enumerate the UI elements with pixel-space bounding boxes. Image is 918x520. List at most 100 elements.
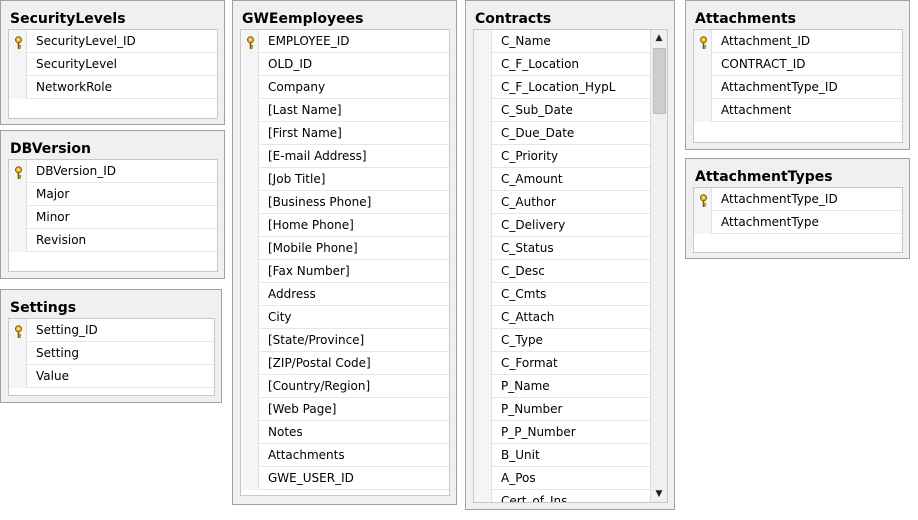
column-row[interactable]: [E-mail Address] [241,145,449,168]
column-row[interactable]: [Job Title] [241,168,449,191]
column-row[interactable]: C_Due_Date [474,122,667,145]
column-name: Value [36,369,69,383]
column-name: GWE_USER_ID [268,471,354,485]
column-list[interactable]: C_Name C_F_Location C_F_Location_HypL C_… [473,29,668,503]
table-gweemployees[interactable]: GWEemployees EMPLOYEE_ID OLD_ID Company … [232,0,457,505]
column-name: C_Priority [501,149,559,163]
column-row[interactable]: B_Unit [474,444,667,467]
column-name: C_Status [501,241,554,255]
table-title: DBVersion [10,141,91,157]
column-name: C_Author [501,195,556,209]
column-row[interactable]: [Web Page] [241,398,449,421]
column-row[interactable]: Notes [241,421,449,444]
column-row[interactable]: C_Attach [474,306,667,329]
column-row[interactable]: Attachment [694,99,902,122]
column-name: AttachmentType_ID [721,192,838,206]
column-name: City [268,310,292,324]
column-row[interactable]: C_Format [474,352,667,375]
column-row[interactable]: Setting_ID [9,319,214,342]
column-name: [E-mail Address] [268,149,367,163]
column-name: AttachmentType [721,215,819,229]
column-row[interactable]: SecurityLevel_ID [9,30,217,53]
column-row[interactable]: C_Amount [474,168,667,191]
scrollbar-thumb[interactable] [653,48,666,114]
column-row[interactable]: C_Name [474,30,667,53]
column-row[interactable]: AttachmentType [694,211,902,234]
column-list[interactable]: EMPLOYEE_ID OLD_ID Company [Last Name] [… [240,29,450,496]
column-row[interactable]: Major [9,183,217,206]
column-row[interactable]: [Home Phone] [241,214,449,237]
column-name: C_Due_Date [501,126,575,140]
arrow-down-icon[interactable]: ▼ [655,489,663,499]
column-name: C_Attach [501,310,555,324]
column-row[interactable]: SecurityLevel [9,53,217,76]
table-settings[interactable]: Settings Setting_ID Setting Value [0,289,222,403]
column-row[interactable]: C_Sub_Date [474,99,667,122]
column-row[interactable]: C_Author [474,191,667,214]
column-row[interactable]: EMPLOYEE_ID [241,30,449,53]
table-title: AttachmentTypes [695,169,833,185]
column-row[interactable]: C_Priority [474,145,667,168]
column-row[interactable]: DBVersion_ID [9,160,217,183]
column-row[interactable]: C_Delivery [474,214,667,237]
column-row[interactable]: [Mobile Phone] [241,237,449,260]
column-list[interactable]: Setting_ID Setting Value [8,318,215,396]
column-row[interactable]: [Country/Region] [241,375,449,398]
column-row[interactable]: C_Cmts [474,283,667,306]
arrow-up-icon[interactable]: ▲ [655,33,663,43]
column-name: C_Format [501,356,558,370]
column-list[interactable]: SecurityLevel_ID SecurityLevel NetworkRo… [8,29,218,119]
column-row[interactable]: City [241,306,449,329]
column-row[interactable]: P_Name [474,375,667,398]
column-name: P_P_Number [501,425,576,439]
column-row[interactable]: OLD_ID [241,53,449,76]
column-row[interactable]: Setting [9,342,214,365]
column-name: Attachments [268,448,345,462]
column-row[interactable]: Minor [9,206,217,229]
column-row[interactable]: [Last Name] [241,99,449,122]
column-row[interactable]: GWE_USER_ID [241,467,449,490]
column-row[interactable]: Cert_of_Ins [474,490,667,502]
column-list[interactable]: Attachment_ID CONTRACT_ID AttachmentType… [693,29,903,143]
column-name: [Country/Region] [268,379,371,393]
vertical-scrollbar[interactable]: ▲ ▼ [650,30,667,502]
column-row[interactable]: [Fax Number] [241,260,449,283]
column-name: Attachment [721,103,792,117]
column-row[interactable]: C_F_Location_HypL [474,76,667,99]
column-row[interactable]: AttachmentType_ID [694,188,902,211]
column-row[interactable]: Company [241,76,449,99]
column-row[interactable]: [State/Province] [241,329,449,352]
column-row[interactable]: AttachmentType_ID [694,76,902,99]
table-contracts[interactable]: Contracts C_Name C_F_Location C_F_Locati… [465,0,675,510]
column-list[interactable]: AttachmentType_ID AttachmentType [693,187,903,253]
column-row[interactable]: P_Number [474,398,667,421]
column-list[interactable]: DBVersion_ID Major Minor Revision [8,159,218,272]
table-securitylevels[interactable]: SecurityLevels SecurityLevel_ID Security… [0,0,225,125]
column-row[interactable]: [First Name] [241,122,449,145]
column-row[interactable]: Attachments [241,444,449,467]
column-row[interactable]: [ZIP/Postal Code] [241,352,449,375]
column-name: SecurityLevel [36,57,117,71]
column-row[interactable]: A_Pos [474,467,667,490]
column-row[interactable]: C_Desc [474,260,667,283]
column-row[interactable]: CONTRACT_ID [694,53,902,76]
column-row[interactable]: C_F_Location [474,53,667,76]
column-name: SecurityLevel_ID [36,34,136,48]
column-row[interactable]: Revision [9,229,217,252]
column-name: [Fax Number] [268,264,350,278]
column-row[interactable]: C_Status [474,237,667,260]
table-attachmenttypes[interactable]: AttachmentTypes AttachmentType_ID Attach… [685,158,910,259]
table-dbversion[interactable]: DBVersion DBVersion_ID Major Minor Revis… [0,130,225,279]
column-row[interactable]: NetworkRole [9,76,217,99]
column-name: Notes [268,425,303,439]
column-row[interactable]: [Business Phone] [241,191,449,214]
column-row[interactable]: Address [241,283,449,306]
table-attachments[interactable]: Attachments Attachment_ID CONTRACT_ID At… [685,0,910,150]
column-row[interactable]: C_Type [474,329,667,352]
column-row[interactable]: Attachment_ID [694,30,902,53]
column-name: C_Desc [501,264,545,278]
column-name: C_Cmts [501,287,547,301]
column-row[interactable]: Value [9,365,214,388]
column-name: [Mobile Phone] [268,241,358,255]
column-row[interactable]: P_P_Number [474,421,667,444]
